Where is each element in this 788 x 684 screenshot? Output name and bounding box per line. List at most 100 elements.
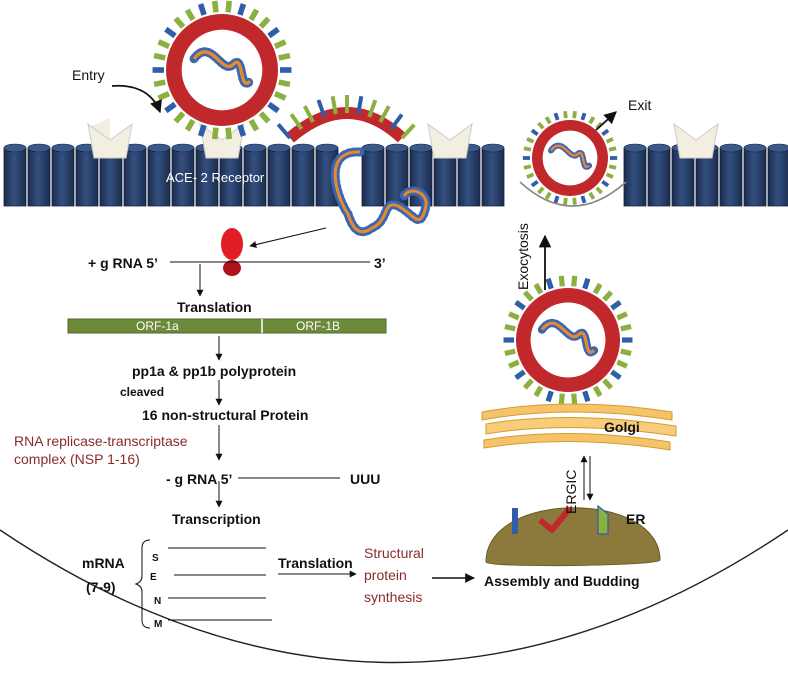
label-minus-rna: - g RNA 5’: [166, 471, 232, 487]
ace2-receptors: [87, 118, 719, 159]
spike-protein: [530, 128, 539, 137]
spike-protein: [184, 8, 196, 22]
membrane-cylinder: [647, 147, 671, 207]
spike-protein: [544, 191, 552, 200]
spike-protein: [537, 121, 545, 130]
spike-protein: [537, 186, 545, 195]
ribosome-large: [221, 228, 243, 260]
spike-protein: [248, 8, 260, 22]
er-protein-blue: [512, 508, 518, 534]
spike-protein: [258, 16, 271, 29]
spike-protein: [514, 369, 526, 381]
cell-boundary-arc: [0, 529, 788, 664]
membrane-cylinder-top: [409, 143, 433, 153]
exit-arrow: [595, 111, 617, 131]
membrane-cylinder: [767, 147, 788, 207]
spike-protein: [225, 127, 233, 140]
spike-protein: [289, 113, 304, 131]
label-uuu: UUU: [350, 471, 380, 487]
er-protein-check: [538, 506, 573, 533]
label-exocytosis: Exocytosis: [515, 223, 531, 290]
viral-core: [181, 29, 263, 111]
spike-protein: [530, 179, 539, 188]
label-n: N: [154, 596, 161, 607]
label-translation-2: Translation: [278, 555, 353, 571]
golgi-apparatus: [481, 403, 677, 451]
spike-protein: [504, 348, 516, 356]
spike-protein: [273, 91, 287, 101]
spike-protein: [237, 124, 247, 137]
viral-core: [542, 130, 598, 186]
mrna-brace: [134, 539, 151, 629]
entry-arrow: [111, 84, 162, 114]
spike-protein: [248, 118, 260, 132]
fusing-envelope: [276, 95, 416, 143]
spike-protein: [184, 118, 196, 132]
spike-protein: [173, 16, 186, 29]
spike-protein: [153, 79, 166, 88]
spike-protein: [153, 52, 166, 61]
viral-rna-core: [540, 321, 596, 354]
label-translation-1: Translation: [177, 299, 252, 315]
spike-protein: [526, 137, 535, 144]
label-s: S: [152, 553, 159, 564]
spike-protein: [400, 123, 416, 140]
membrane-cylinder: [291, 147, 315, 207]
spike-protein: [563, 110, 568, 119]
spike-protein: [157, 39, 171, 49]
membrane-cylinder-top: [315, 143, 339, 153]
label-e: E: [150, 572, 157, 583]
released-rna-core: [333, 150, 428, 234]
spike-protein: [582, 390, 591, 403]
spike-protein: [378, 105, 391, 123]
spike-protein: [258, 111, 271, 124]
spike-protein: [610, 369, 622, 381]
membrane-cylinder-top: [767, 143, 788, 153]
label-receptor: ACE- 2 Receptor: [166, 170, 265, 185]
membrane-cylinder: [481, 147, 505, 207]
spike-protein: [563, 197, 568, 206]
spike-protein: [522, 290, 534, 302]
spike-protein: [533, 282, 544, 295]
label-cleaved: cleaved: [120, 385, 164, 399]
spike-protein: [592, 282, 603, 295]
label-structural-1: Structural: [364, 545, 424, 561]
spike-protein: [523, 146, 532, 152]
spike-protein: [211, 0, 219, 13]
spike-protein: [545, 277, 554, 290]
label-nsp: 16 non-structural Protein: [142, 407, 308, 423]
membrane-cylinder-top: [623, 143, 647, 153]
spike-protein: [278, 52, 291, 61]
spike-protein: [616, 359, 628, 369]
spike-protein: [197, 124, 207, 137]
ribosome-small: [223, 260, 241, 276]
label-orf-1b: ORF-1B: [296, 319, 340, 333]
spike-protein: [592, 385, 603, 398]
viral-rna-core: [192, 50, 252, 85]
spike-protein: [164, 101, 177, 114]
spike-protein: [508, 359, 520, 369]
spike-protein: [608, 164, 617, 170]
membrane-cylinder: [123, 147, 147, 207]
spike-protein: [523, 164, 532, 170]
membrane-cylinder-top: [743, 143, 767, 153]
spike-protein: [267, 26, 280, 39]
membrane-cylinder-top: [171, 143, 195, 153]
label-ergic: ERGIC: [563, 470, 579, 514]
membrane-cylinder: [267, 147, 291, 207]
receptor: [87, 122, 133, 159]
label-mrna: mRNA: [82, 555, 125, 571]
label-three-prime: 3’: [374, 255, 386, 271]
spike-protein: [367, 99, 378, 118]
spike-protein: [602, 290, 614, 302]
spike-protein: [608, 146, 617, 152]
spike-protein: [582, 277, 591, 290]
label-polyprotein: pp1a & pp1b polyprotein: [132, 363, 296, 379]
membrane-cylinder-top: [361, 143, 385, 153]
label-plus-rna: + g RNA 5’: [88, 255, 158, 271]
label-structural-2: protein: [364, 567, 407, 583]
spike-protein: [211, 127, 219, 140]
label-mrna-count: (7-9): [86, 579, 116, 595]
endoplasmic-reticulum: [485, 507, 661, 567]
